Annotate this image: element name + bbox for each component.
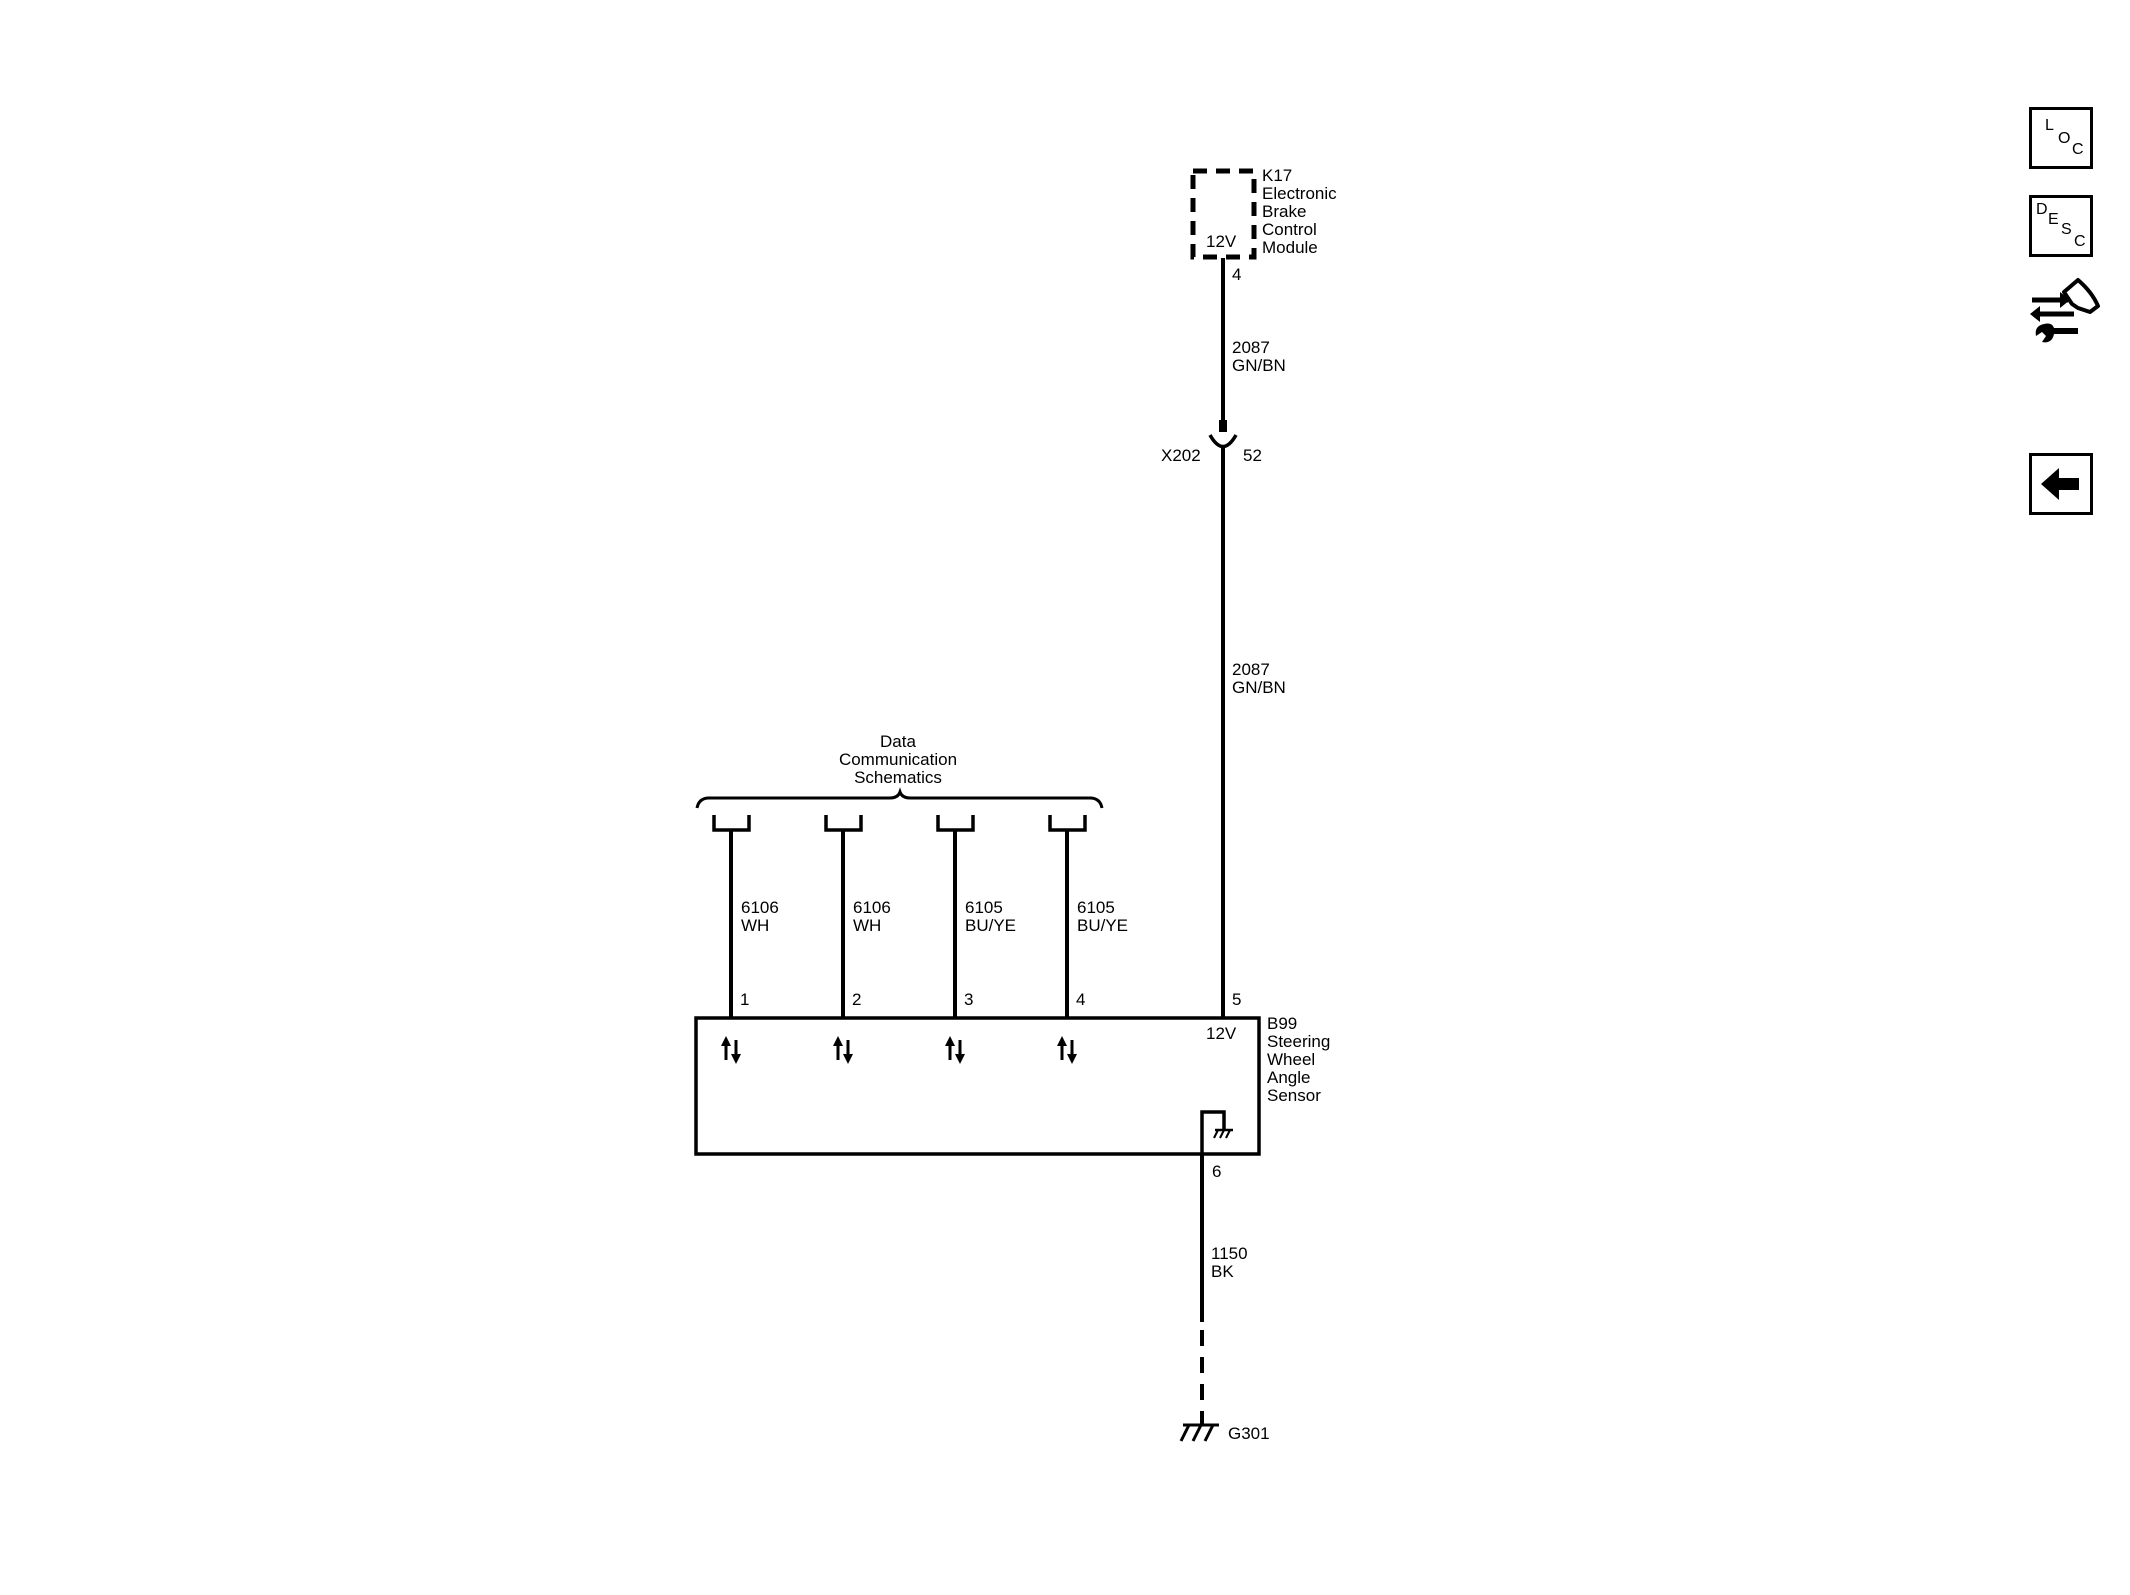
data-wire-2-color: WH xyxy=(853,916,881,935)
data-wire-3-color: BU/YE xyxy=(965,916,1016,935)
k17-name-line-4: Module xyxy=(1262,238,1318,257)
wire-upper-color: GN/BN xyxy=(1232,356,1286,375)
k17-name-line-3: Control xyxy=(1262,220,1317,239)
bidirectional-arrow-icon xyxy=(833,1036,853,1064)
data-link-brace xyxy=(695,787,1104,809)
data-connector-3 xyxy=(936,815,975,832)
x202-connector-label[interactable]: X202 xyxy=(1161,446,1201,465)
loc-letter-o: O xyxy=(2058,130,2071,147)
back-button[interactable] xyxy=(2029,453,2093,515)
data-wire-1-circuit: 6106 xyxy=(741,898,779,917)
wire-ground-circuit: 1150 xyxy=(1211,1244,1248,1263)
k17-designator: K17 xyxy=(1262,166,1292,185)
data-link-line-3[interactable]: Schematics xyxy=(854,768,942,787)
desc-button[interactable]: D E S C xyxy=(2029,195,2093,257)
back-arrow-icon xyxy=(2041,468,2079,500)
desc-letter-s: S xyxy=(2061,221,2072,238)
b99-internal-ground-lead xyxy=(1200,1110,1226,1154)
b99-supply-label: 12V xyxy=(1206,1024,1237,1043)
b99-name-line-1: Steering xyxy=(1267,1032,1330,1051)
data-wire-4-color: BU/YE xyxy=(1077,916,1128,935)
loc-letter-l: L xyxy=(2045,117,2054,134)
k17-supply-label: 12V xyxy=(1206,232,1237,251)
b99-name-line-2: Wheel xyxy=(1267,1050,1315,1069)
wire-lower-circuit: 2087 xyxy=(1232,660,1270,679)
wire-lower-color: GN/BN xyxy=(1232,678,1286,697)
connector-tool-icon xyxy=(2030,278,2100,343)
loc-button[interactable]: L O C xyxy=(2029,107,2093,169)
data-wire-3-circuit: 6105 xyxy=(965,898,1003,917)
g301-label: G301 xyxy=(1228,1424,1270,1443)
b99-name-line-3: Angle xyxy=(1267,1068,1310,1087)
connector-tool-button[interactable] xyxy=(2026,274,2106,354)
b99-pin-5-label: 5 xyxy=(1232,990,1241,1009)
x202-female-terminal xyxy=(1208,434,1238,449)
data-wire-1-color: WH xyxy=(741,916,769,935)
bidirectional-arrow-icon xyxy=(945,1036,965,1064)
b99-ground-pin-label: 6 xyxy=(1212,1162,1221,1181)
b99-designator: B99 xyxy=(1267,1014,1297,1033)
b99-pin-3-label: 3 xyxy=(964,990,973,1009)
b99-name-line-4: Sensor xyxy=(1267,1086,1321,1105)
desc-letter-d: D xyxy=(2036,201,2048,218)
data-wire-2-circuit: 6106 xyxy=(853,898,891,917)
wire-ground-color: BK xyxy=(1211,1262,1234,1281)
desc-letter-e: E xyxy=(2048,211,2059,228)
x202-male-terminal xyxy=(1219,420,1227,432)
bidirectional-arrow-icon xyxy=(721,1036,741,1064)
x202-pin-label: 52 xyxy=(1243,446,1262,465)
k17-name-line-1: Electronic xyxy=(1262,184,1337,203)
chassis-ground-icon xyxy=(1213,1128,1233,1139)
k17-pin-label: 4 xyxy=(1232,265,1241,284)
b99-pin-1-label: 1 xyxy=(740,990,749,1009)
g301-ground-icon[interactable] xyxy=(1179,1423,1219,1442)
k17-name-line-2: Brake xyxy=(1262,202,1306,221)
loc-letter-c: C xyxy=(2072,141,2084,158)
data-connector-2 xyxy=(824,815,863,832)
bidirectional-arrow-icon xyxy=(1057,1036,1077,1064)
data-connector-4 xyxy=(1048,815,1087,832)
wire-upper-circuit: 2087 xyxy=(1232,338,1270,357)
b99-sensor-box[interactable] xyxy=(694,1016,1261,1156)
data-link-line-1[interactable]: Data xyxy=(880,732,916,751)
data-link-line-2[interactable]: Communication xyxy=(839,750,957,769)
b99-pin-2-label: 2 xyxy=(852,990,861,1009)
desc-letter-c: C xyxy=(2074,233,2086,250)
data-wire-4-circuit: 6105 xyxy=(1077,898,1115,917)
b99-pin-4-label: 4 xyxy=(1076,990,1085,1009)
data-connector-1 xyxy=(712,815,751,832)
k17-module-box[interactable] xyxy=(1190,168,1257,260)
